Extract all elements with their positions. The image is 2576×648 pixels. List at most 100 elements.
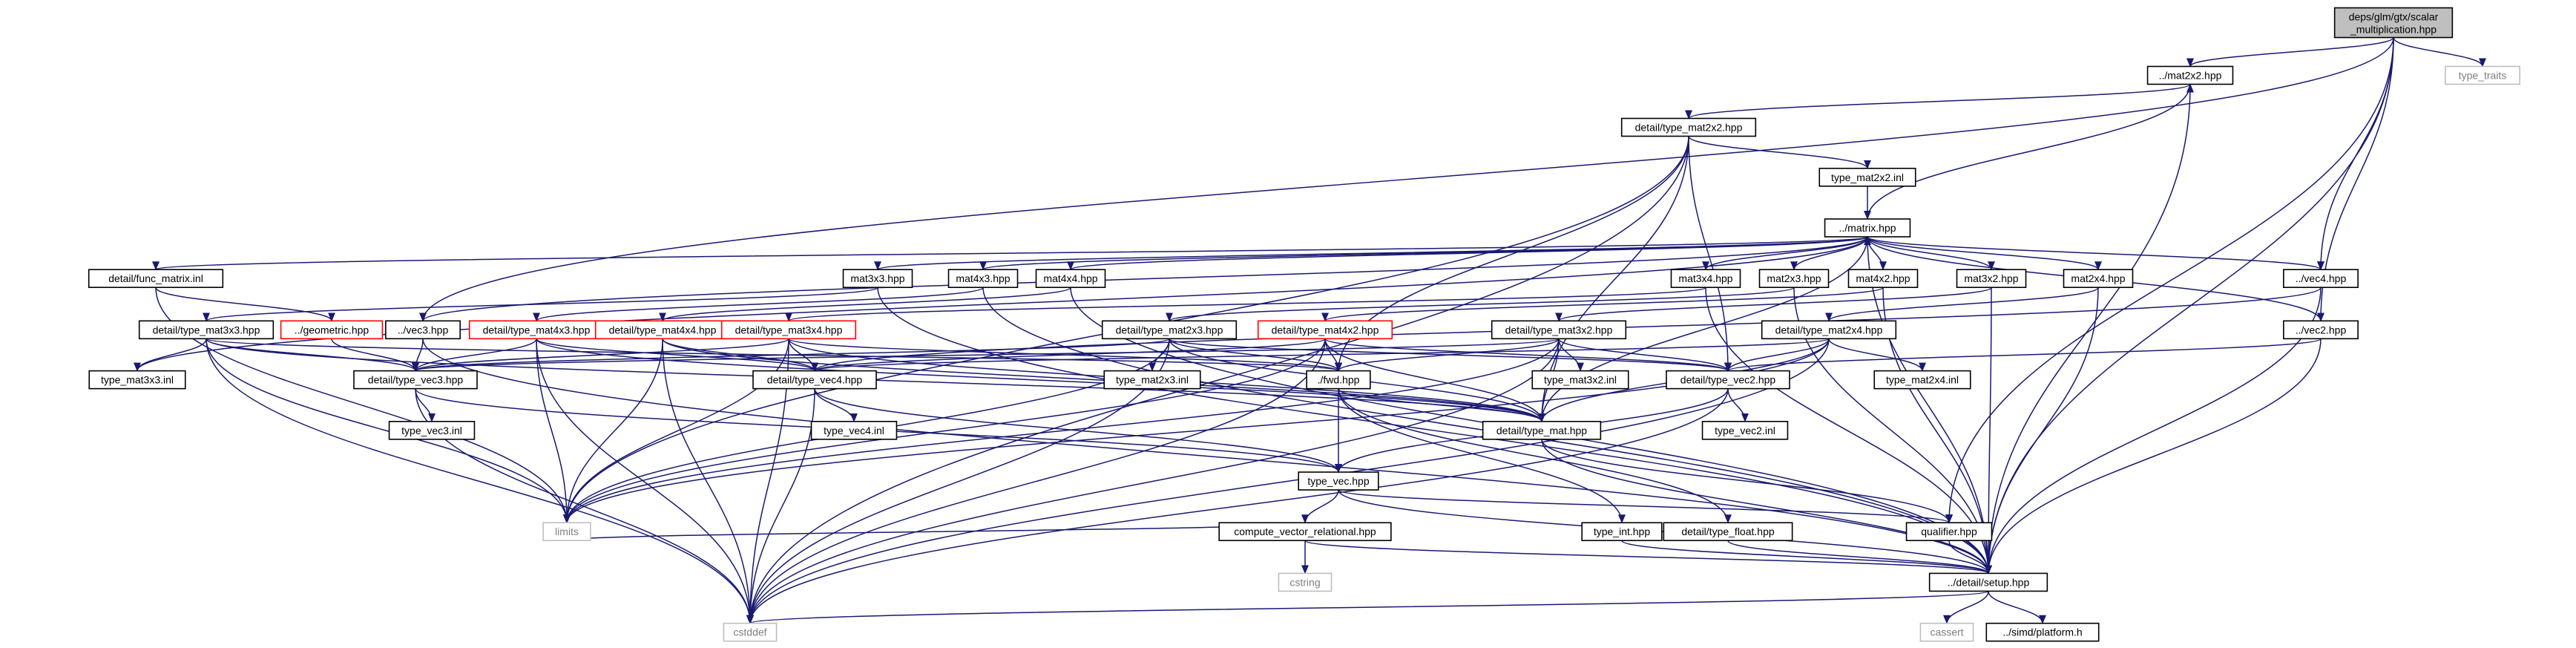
node-tm3x2inl[interactable]: type_mat3x2.inl <box>1531 370 1629 390</box>
node-dtm4x3[interactable]: detail/type_mat4x3.hpp <box>468 320 605 340</box>
node-box <box>2146 65 2234 85</box>
node-funcmatrix[interactable]: detail/func_matrix.inl <box>88 269 224 289</box>
edge-dtmat-to-setup <box>1541 439 1992 575</box>
edge-root-to-qualifier <box>1945 37 2394 524</box>
node-box <box>1218 522 1392 542</box>
node-label: type_mat2x4.inl <box>1886 374 1959 386</box>
node-tv2inl[interactable]: type_vec2.inl <box>1701 421 1789 440</box>
node-geometric[interactable]: ../geometric.hpp <box>280 320 384 340</box>
edge-dtm2x2-to-tm2x2inl <box>1688 136 1871 169</box>
node-mat4x3[interactable]: mat4x3.hpp <box>947 269 1019 289</box>
edge-setup-to-platform <box>1988 591 2046 624</box>
node-label: cstddef <box>733 626 766 638</box>
node-label: detail/type_mat3x4.hpp <box>735 324 843 336</box>
edge-dtm4x3-to-dtv3 <box>412 338 537 372</box>
node-tm2x4inl[interactable]: type_mat2x4.inl <box>1873 370 1971 390</box>
node-dtfloat[interactable]: detail/type_float.hpp <box>1663 522 1793 542</box>
edge-mat2x4-to-setup <box>1985 287 2099 575</box>
node-dtm3x4[interactable]: detail/type_mat3x4.hpp <box>720 320 857 340</box>
node-mat2x2[interactable]: ../mat2x2.hpp <box>2146 65 2234 85</box>
node-dtm3x3[interactable]: detail/type_mat3x3.hpp <box>138 320 275 340</box>
node-setup[interactable]: ../detail/setup.hpp <box>1928 572 2048 592</box>
node-label: type_vec4.inl <box>824 425 884 436</box>
node-tv4inl[interactable]: type_vec4.inl <box>810 421 898 440</box>
node-label: ../matrix.hpp <box>1839 222 1896 234</box>
node-platform[interactable]: ../simd/platform.h <box>1985 622 2100 642</box>
node-label: ../detail/setup.hpp <box>1948 576 2030 588</box>
node-tm2x2inl[interactable]: type_mat2x2.inl <box>1818 168 1916 187</box>
edge-compvec-to-limits <box>564 522 1306 542</box>
node-vec4[interactable]: ../vec4.hpp <box>2283 269 2359 289</box>
node-box <box>1666 370 1790 390</box>
node-box <box>1761 320 1897 340</box>
node-label: cassert <box>1930 626 1963 638</box>
edge-vec2-to-dtv2 <box>1724 338 2322 372</box>
edge-matrix-to-mat3x4 <box>1702 236 1868 271</box>
node-tm2x3inl[interactable]: type_mat2x3.inl <box>1103 370 1201 390</box>
edge-dtv2-to-tv2inl <box>1727 388 1749 422</box>
node-label: mat2x3.hpp <box>1767 272 1821 284</box>
node-box <box>723 622 778 642</box>
node-label: detail/type_mat4x4.hpp <box>609 324 717 336</box>
node-fwd[interactable]: ./fwd.hpp <box>1306 370 1371 390</box>
edge-dtv4-to-tv4inl <box>814 388 858 422</box>
node-tv3inl[interactable]: type_vec3.inl <box>388 421 476 440</box>
node-box <box>720 320 857 340</box>
edge-matrix-to-mat4x4 <box>1067 236 1868 271</box>
node-mat2x4[interactable]: mat2x4.hpp <box>2063 269 2134 289</box>
node-box <box>1847 269 1919 289</box>
node-vec2[interactable]: ../vec2.hpp <box>2283 320 2359 340</box>
node-box <box>1101 320 1238 340</box>
node-dtv3[interactable]: detail/type_vec3.hpp <box>353 370 478 390</box>
edge-setup-to-cassert <box>1943 591 1989 624</box>
node-typeint[interactable]: type_int.hpp <box>1581 522 1663 542</box>
edge-funcmatrix-to-geometric <box>155 287 335 322</box>
node-qualifier[interactable]: qualifier.hpp <box>1905 522 1993 542</box>
node-mat4x4[interactable]: mat4x4.hpp <box>1035 269 1106 289</box>
node-mat3x4[interactable]: mat3x4.hpp <box>1670 269 1741 289</box>
node-vec3[interactable]: ../vec3.hpp <box>385 320 461 340</box>
node-box <box>1905 522 1993 542</box>
node-mat4x2[interactable]: mat4x2.hpp <box>1847 269 1919 289</box>
edge-dtm3x3-to-tm3x3inl <box>134 338 207 372</box>
edge-matrix-to-mat2x2 <box>1867 83 2194 220</box>
edge-matrix-to-setup <box>1867 237 1992 575</box>
node-mat3x3[interactable]: mat3x3.hpp <box>842 269 913 289</box>
node-cassert: cassert <box>1919 622 1974 642</box>
node-type_traits: type_traits <box>2445 65 2520 85</box>
node-dtv2[interactable]: detail/type_vec2.hpp <box>1666 370 1790 390</box>
node-box <box>88 269 224 289</box>
node-tm3x3inl[interactable]: type_mat3x3.inl <box>88 370 186 390</box>
edge-dtm3x4-to-limits <box>563 338 789 524</box>
node-label: mat3x3.hpp <box>850 272 904 284</box>
node-dtm2x2[interactable]: detail/type_mat2x2.hpp <box>1620 117 1757 137</box>
node-dtmat[interactable]: detail/type_mat.hpp <box>1482 421 1602 440</box>
node-box <box>280 320 384 340</box>
node-box <box>2333 7 2454 39</box>
node-matrix[interactable]: ../matrix.hpp <box>1824 218 1911 238</box>
node-compvec[interactable]: compute_vector_relational.hpp <box>1218 522 1392 542</box>
node-dtm2x3[interactable]: detail/type_mat2x3.hpp <box>1101 320 1238 340</box>
node-box <box>1919 622 1974 642</box>
node-mat2x3[interactable]: mat2x3.hpp <box>1758 269 1830 289</box>
edge-dtv2-to-cstddef <box>746 388 1729 624</box>
node-label: cstring <box>1289 576 1320 588</box>
node-dtm4x2[interactable]: detail/type_mat4x2.hpp <box>1257 320 1393 340</box>
edge-matrix-to-vec3 <box>419 236 1868 322</box>
node-dtv4[interactable]: detail/type_vec4.hpp <box>752 370 877 390</box>
edge-dtm2x4-to-tm2x4inl <box>1828 338 1926 372</box>
node-dtm2x4[interactable]: detail/type_mat2x4.hpp <box>1761 320 1897 340</box>
node-dtm3x2[interactable]: detail/type_mat3x2.hpp <box>1491 320 1627 340</box>
edge-dtm2x3-to-dtv3 <box>412 338 1170 372</box>
node-box <box>752 370 877 390</box>
node-box <box>1928 572 2048 592</box>
node-dtm4x4[interactable]: detail/type_mat4x4.hpp <box>594 320 731 340</box>
node-mat3x2[interactable]: mat3x2.hpp <box>1956 269 2027 289</box>
edge-typevec-to-qualifier <box>1338 489 1953 524</box>
node-typevec[interactable]: type_vec.hpp <box>1298 471 1379 491</box>
edge-dtfloat-to-setup <box>1727 540 1992 575</box>
node-label: detail/type_mat2x4.hpp <box>1775 324 1883 336</box>
edge-setup-to-cstddef <box>746 590 1989 624</box>
node-box <box>2063 269 2134 289</box>
node-label: ../vec4.hpp <box>2296 272 2347 284</box>
